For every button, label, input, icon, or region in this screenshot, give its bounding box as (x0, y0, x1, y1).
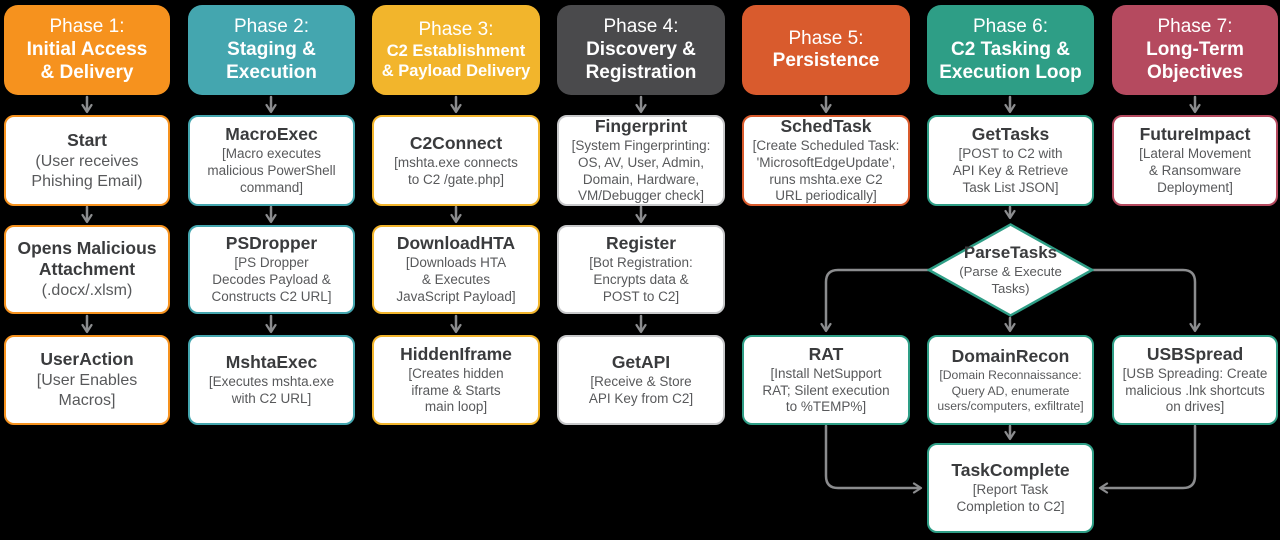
node-title: USBSpread (1146, 343, 1244, 364)
node-desc: [System Fingerprinting: OS, AV, User, Ad… (571, 138, 711, 204)
node-title: PSDropper (225, 233, 318, 254)
node-domainrecon: DomainRecon [Domain Reconnaissance: Quer… (927, 335, 1094, 425)
phase-title: C2 Establishment & Payload Delivery (381, 42, 531, 80)
phase-title: Discovery & Registration (585, 39, 697, 83)
phase-prefix: Phase 5: (788, 27, 864, 49)
phase-4-header: Phase 4: Discovery & Registration (557, 5, 725, 95)
phase-prefix: Phase 1: (49, 16, 125, 38)
phase-2-header: Phase 2: Staging & Execution (188, 5, 355, 95)
node-mshtaexec: MshtaExec [Executes mshta.exe with C2 UR… (188, 335, 355, 425)
node-downloadhta: DownloadHTA [Downloads HTA & Executes Ja… (372, 225, 540, 314)
phase-title: Persistence (772, 50, 880, 72)
node-opens-malicious-attachment: Opens Malicious Attachment (.docx/.xlsm) (4, 225, 170, 314)
node-desc: [Macro executes malicious PowerShell com… (207, 146, 336, 195)
phase-prefix: Phase 7: (1157, 16, 1233, 38)
phase-7-header: Phase 7: Long-Term Objectives (1112, 5, 1278, 95)
phase-prefix: Phase 4: (603, 16, 679, 38)
diamond-shape-icon (927, 223, 1094, 317)
phase-prefix: Phase 6: (973, 16, 1048, 38)
node-parsetasks: ParseTasks (Parse & Execute Tasks) (927, 223, 1094, 317)
node-psdropper: PSDropper [PS Dropper Decodes Payload & … (188, 225, 355, 314)
node-rat: RAT [Install NetSupport RAT; Silent exec… (742, 335, 910, 425)
node-desc: [User Enables Macros] (36, 372, 138, 410)
node-desc: [Lateral Movement & Ransomware Deploymen… (1139, 146, 1251, 195)
node-title: Fingerprint (594, 115, 688, 136)
node-desc: (User receives Phishing Email) (31, 152, 143, 190)
phase-3-header: Phase 3: C2 Establishment & Payload Deli… (372, 5, 540, 95)
node-desc: [PS Dropper Decodes Payload & Constructs… (211, 255, 332, 304)
node-title: UserAction (40, 349, 134, 370)
phase-1-header: Phase 1: Initial Access & Delivery (4, 5, 170, 95)
node-title: GetTasks (971, 124, 1050, 145)
node-gettasks: GetTasks [POST to C2 with API Key & Retr… (927, 115, 1094, 206)
node-title: C2Connect (409, 132, 503, 153)
node-title: DownloadHTA (396, 233, 516, 254)
phase-title: Staging & Execution (226, 39, 317, 83)
node-title: MacroExec (225, 124, 318, 145)
phase-prefix: Phase 3: (418, 19, 494, 41)
node-desc: [Receive & Store API Key from C2] (588, 374, 694, 407)
phase-6-header: Phase 6: C2 Tasking & Execution Loop (927, 5, 1094, 95)
node-title: GetAPI (611, 352, 671, 373)
node-useraction: UserAction [User Enables Macros] (4, 335, 170, 425)
node-futureimpact: FutureImpact [Lateral Movement & Ransomw… (1112, 115, 1278, 206)
node-title: Register (605, 233, 677, 254)
node-c2connect: C2Connect [mshta.exe connects to C2 /gat… (372, 115, 540, 206)
phase-5-header: Phase 5: Persistence (742, 5, 910, 95)
node-macroexec: MacroExec [Macro executes malicious Powe… (188, 115, 355, 206)
phase-title: C2 Tasking & Execution Loop (939, 39, 1082, 83)
phase-title: Initial Access & Delivery (26, 39, 148, 83)
node-taskcomplete: TaskComplete [Report Task Completion to … (927, 443, 1094, 533)
node-desc: [Bot Registration: Encrypts data & POST … (589, 255, 693, 304)
node-hiddeniframe: HiddenIframe [Creates hidden iframe & St… (372, 335, 540, 425)
node-title: SchedTask (780, 115, 872, 136)
phase-title: Long-Term Objectives (1146, 39, 1244, 83)
node-desc: (.docx/.xlsm) (41, 281, 133, 299)
node-title: ParseTasks (963, 242, 1058, 262)
node-title: DomainRecon (951, 346, 1070, 367)
node-desc: [USB Spreading: Create malicious .lnk sh… (1122, 365, 1268, 415)
node-title: RAT (808, 343, 844, 364)
node-desc: [Creates hidden iframe & Starts main loo… (408, 365, 504, 415)
node-register: Register [Bot Registration: Encrypts dat… (557, 225, 725, 314)
node-title: MshtaExec (225, 352, 318, 373)
node-title: TaskComplete (951, 460, 1070, 481)
node-getapi: GetAPI [Receive & Store API Key from C2] (557, 335, 725, 425)
node-fingerprint: Fingerprint [System Fingerprinting: OS, … (557, 115, 725, 206)
node-start: Start (User receives Phishing Email) (4, 115, 170, 206)
node-desc: [POST to C2 with API Key & Retrieve Task… (952, 146, 1069, 195)
node-desc: [Executes mshta.exe with C2 URL] (208, 374, 335, 407)
node-title: Opens Malicious Attachment (17, 238, 157, 279)
node-schedtask: SchedTask [Create Scheduled Task: 'Micro… (742, 115, 910, 206)
phase-prefix: Phase 2: (234, 16, 309, 38)
node-desc: [Downloads HTA & Executes JavaScript Pay… (396, 255, 516, 304)
node-desc: [mshta.exe connects to C2 /gate.php] (394, 154, 518, 187)
node-desc: [Create Scheduled Task: 'MicrosoftEdgeUp… (752, 138, 900, 204)
node-desc: [Report Task Completion to C2] (956, 482, 1065, 515)
node-usbspread: USBSpread [USB Spreading: Create malicio… (1112, 335, 1278, 425)
node-title: FutureImpact (1139, 124, 1251, 145)
node-title: Start (67, 129, 107, 150)
node-title: HiddenIframe (400, 343, 512, 364)
node-desc: [Install NetSupport RAT; Silent executio… (762, 365, 890, 415)
node-desc: (Parse & Execute Tasks) (959, 264, 1062, 296)
node-desc: [Domain Reconnaissance: Query AD, enumer… (937, 368, 1084, 413)
